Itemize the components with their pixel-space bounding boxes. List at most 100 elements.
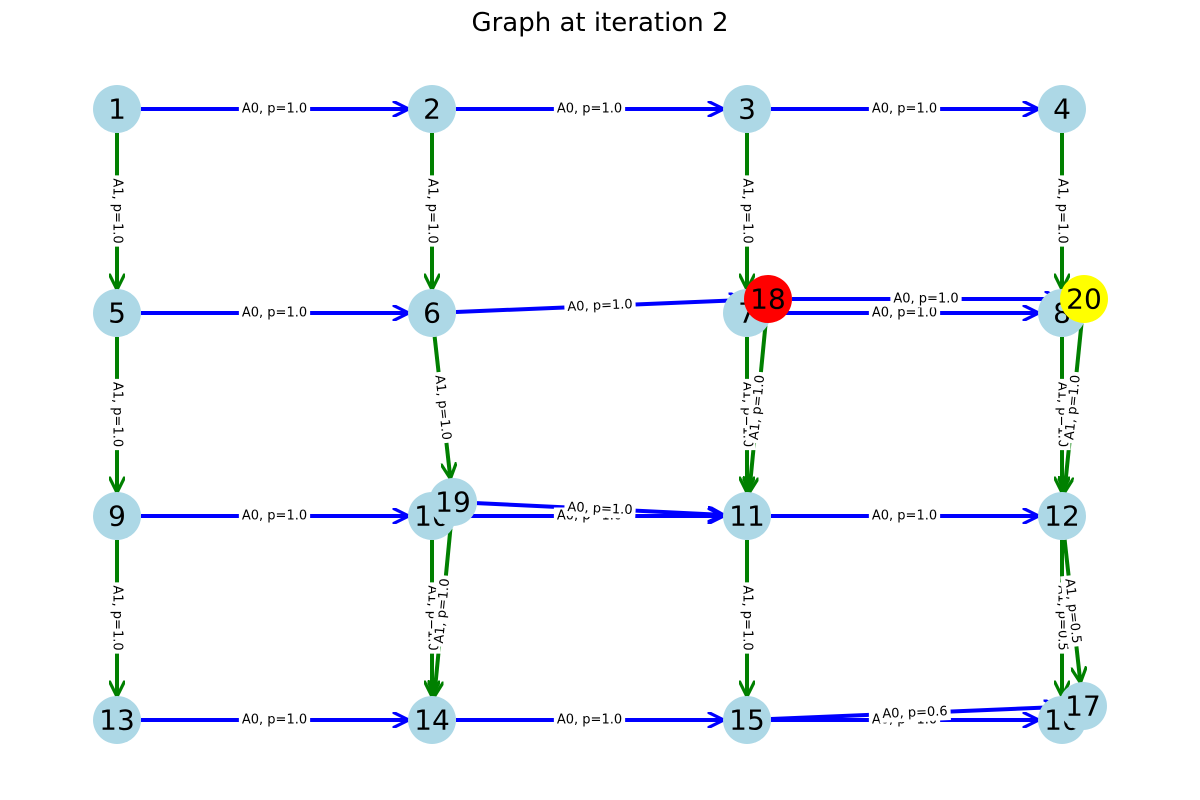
node-label: 6 <box>423 297 441 330</box>
edge-label-18-20: A0, p=1.0 <box>890 290 962 308</box>
edge-label-background <box>108 582 126 654</box>
edge-label-text: A1, p=1.0 <box>425 178 440 243</box>
node-label: 15 <box>729 704 765 737</box>
edge-label-3-4: A0, p=1.0 <box>868 100 941 118</box>
edge-label-background <box>868 507 941 525</box>
edge-label-background <box>1053 175 1071 247</box>
edge-label-text: A0, p=1.0 <box>872 306 937 321</box>
edge-label-text: A1, p=1.0 <box>747 374 768 440</box>
edge-label-20-12: A1, p=1.0 <box>1060 371 1086 444</box>
edge-label-text: A1, p=1.0 <box>110 382 125 447</box>
node-circle <box>93 492 141 540</box>
node-6: 6 <box>408 289 456 337</box>
edges-layer <box>117 109 1082 720</box>
node-label: 14 <box>414 704 450 737</box>
edge-label-text: A1, p=1.0 <box>431 374 453 441</box>
edge-label-background <box>890 290 962 308</box>
edge-label-background <box>238 507 311 525</box>
edge-label-background <box>1060 371 1086 444</box>
edge-label-text: A0, p=0.6 <box>882 704 948 722</box>
edge-label-19-14: A1, p=1.0 <box>430 574 455 648</box>
node-circle <box>408 289 456 337</box>
edge-label-text: A1, p=1.0 <box>432 578 453 644</box>
node-label: 11 <box>729 500 765 533</box>
edge-label-background <box>238 711 311 729</box>
node-circle <box>723 85 771 133</box>
edge-label-text: A0, p=1.0 <box>567 297 633 315</box>
edge-label-6-18: A0, p=1.0 <box>564 296 636 316</box>
edge-label-13-14: A0, p=1.0 <box>238 711 311 729</box>
edge-label-7-8: A0, p=1.0 <box>868 304 941 322</box>
graph-title: Graph at iteration 2 <box>471 8 729 38</box>
edge-label-1-2: A0, p=1.0 <box>238 100 311 118</box>
edge-label-12-17: A1, p=0.5 <box>1060 574 1085 648</box>
edge-label-background <box>430 371 455 444</box>
node-label: 5 <box>108 297 126 330</box>
edge-label-background <box>553 711 626 729</box>
node-circle <box>408 696 456 744</box>
edge-label-background <box>564 296 636 316</box>
edge-label-text: A0, p=1.0 <box>893 292 958 307</box>
edge-label-background <box>108 175 126 247</box>
node-9: 9 <box>93 492 141 540</box>
edge-label-background <box>879 703 951 723</box>
node-label: 19 <box>435 486 471 519</box>
node-19: 19 <box>429 478 477 526</box>
edge-label-9-13: A1, p=1.0 <box>108 582 126 654</box>
edge-label-background <box>108 378 126 451</box>
edge-label-1-5: A1, p=1.0 <box>108 175 126 247</box>
edge-label-text: A0, p=1.0 <box>242 102 307 117</box>
node-circle <box>1059 682 1107 730</box>
node-14: 14 <box>408 696 456 744</box>
node-label: 1 <box>108 93 126 126</box>
node-circle <box>408 85 456 133</box>
node-3: 3 <box>723 85 771 133</box>
node-17: 17 <box>1059 682 1107 730</box>
edge-label-text: A1, p=1.0 <box>110 585 125 650</box>
node-circle <box>93 85 141 133</box>
edge-label-background <box>738 582 756 654</box>
node-12: 12 <box>1038 492 1086 540</box>
edge-label-2-3: A0, p=1.0 <box>553 100 626 118</box>
node-5: 5 <box>93 289 141 337</box>
edge-label-18-11: A1, p=1.0 <box>745 371 770 444</box>
edge-label-6-19: A1, p=1.0 <box>430 371 455 444</box>
node-circle <box>744 275 792 323</box>
node-label: 18 <box>750 283 786 316</box>
node-label: 17 <box>1065 690 1101 723</box>
node-label: 4 <box>1053 93 1071 126</box>
edge-label-background <box>564 498 636 520</box>
edge-label-text: A0, p=1.0 <box>872 102 937 117</box>
edge-label-text: A1, p=1.0 <box>740 585 755 650</box>
edge-label-text: A0, p=1.0 <box>242 509 307 524</box>
edge-label-text: A1, p=1.0 <box>1055 178 1070 243</box>
edge-label-2-6: A1, p=1.0 <box>423 175 441 247</box>
node-circle <box>1038 85 1086 133</box>
edge-label-15-17: A0, p=0.6 <box>879 703 951 723</box>
edge-label-text: A0, p=1.0 <box>872 509 937 524</box>
node-label: 2 <box>423 93 441 126</box>
edge-label-9-10: A0, p=1.0 <box>238 507 311 525</box>
edge-label-text: A0, p=1.0 <box>242 713 307 728</box>
node-13: 13 <box>93 696 141 744</box>
node-label: 13 <box>99 704 135 737</box>
node-circle <box>1038 492 1086 540</box>
edge-label-background <box>868 100 941 118</box>
node-15: 15 <box>723 696 771 744</box>
edge-label-text: A0, p=1.0 <box>567 500 633 518</box>
edge-label-5-9: A1, p=1.0 <box>108 378 126 451</box>
edge-label-background <box>238 304 311 322</box>
edge-label-5-6: A0, p=1.0 <box>238 304 311 322</box>
node-circle <box>93 289 141 337</box>
edge-label-text: A0, p=1.0 <box>242 306 307 321</box>
node-4: 4 <box>1038 85 1086 133</box>
node-circle <box>723 696 771 744</box>
node-circle <box>93 696 141 744</box>
edge-label-4-8: A1, p=1.0 <box>1053 175 1071 247</box>
edge-label-text: A1, p=1.0 <box>740 178 755 243</box>
node-20: 20 <box>1060 275 1108 323</box>
node-circle <box>1060 275 1108 323</box>
